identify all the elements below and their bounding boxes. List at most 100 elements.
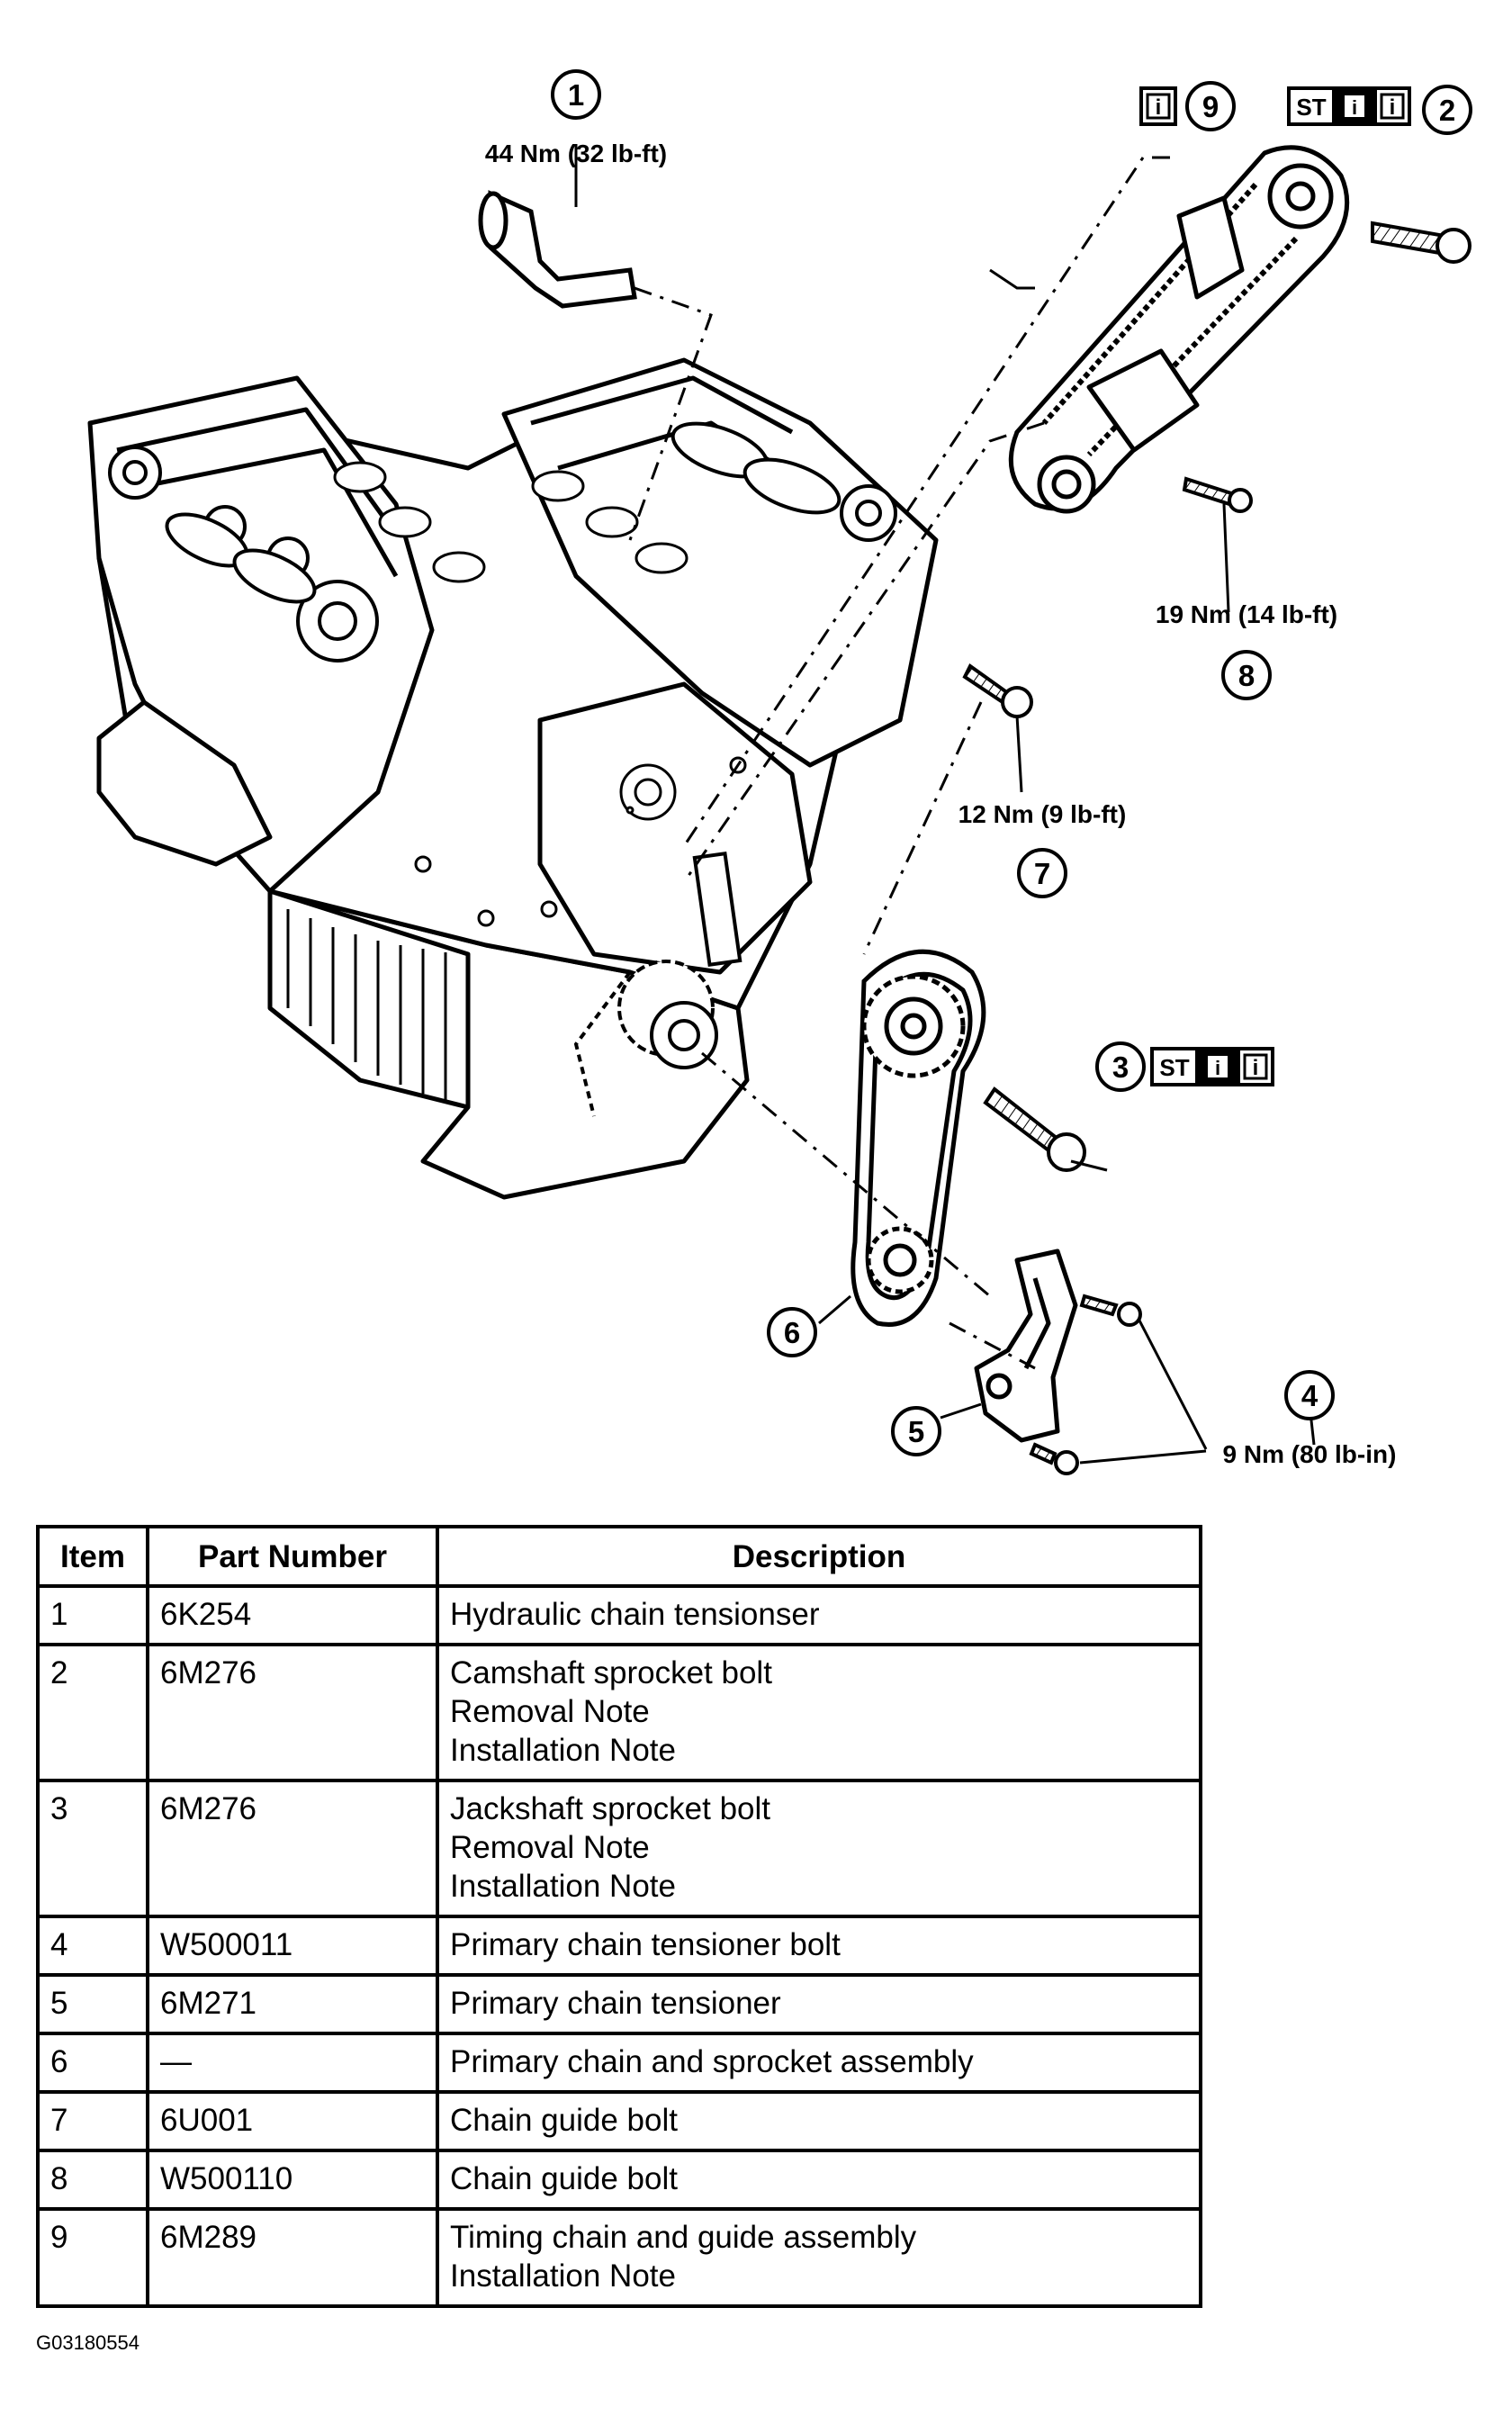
primary-chain-tensioner-drawing bbox=[974, 1249, 1078, 1443]
camshaft-sprocket-bolt-drawing bbox=[1371, 221, 1472, 264]
callout-5-number: 5 bbox=[908, 1415, 924, 1448]
right-camshaft-drawing bbox=[670, 421, 897, 542]
callout-2-number: 2 bbox=[1439, 94, 1455, 127]
callout-4: 4 9 Nm (80 lb-in) bbox=[1223, 1370, 1397, 1468]
description-line: Removal Note bbox=[450, 1694, 650, 1729]
item-cell: 9 bbox=[36, 2207, 149, 2308]
part-number-cell: 6M276 bbox=[146, 1779, 439, 1918]
table-header-row: Item Part Number Description bbox=[36, 1525, 1202, 1588]
crank-sprocket-drawing bbox=[573, 851, 742, 1117]
part-number-cell: 6M289 bbox=[146, 2207, 439, 2308]
part-number-cell: W500110 bbox=[146, 2149, 439, 2211]
info-icon: i bbox=[1215, 1057, 1220, 1079]
callout-3-number: 3 bbox=[1112, 1050, 1129, 1084]
description-line: Primary chain tensioner bbox=[450, 1986, 781, 2021]
part-number-cell: W500011 bbox=[146, 1915, 439, 1977]
info-badge-9: i bbox=[1139, 86, 1177, 126]
chain-guide-bolt-8-drawing bbox=[1182, 476, 1253, 513]
info-icon: i bbox=[1253, 1056, 1259, 1080]
header-item: Item bbox=[36, 1525, 149, 1588]
description-line: Chain guide bolt bbox=[450, 2103, 678, 2138]
callout-4-number: 4 bbox=[1301, 1379, 1318, 1412]
header-part-number: Part Number bbox=[146, 1525, 439, 1588]
callout-9-number: 9 bbox=[1202, 90, 1219, 123]
callout-7-number: 7 bbox=[1034, 857, 1050, 890]
item-cell: 1 bbox=[36, 1584, 149, 1646]
part-number-cell: 6U001 bbox=[146, 2090, 439, 2152]
callout-8-number: 8 bbox=[1238, 659, 1255, 692]
info-badge-3b: i bbox=[1237, 1047, 1274, 1086]
info-icon: i bbox=[1352, 96, 1357, 119]
part-number-cell: 6K254 bbox=[146, 1584, 439, 1646]
special-tool-badge-2: ST bbox=[1287, 86, 1336, 126]
info-icon: i bbox=[1390, 95, 1396, 120]
part-number-cell: 6M276 bbox=[146, 1643, 439, 1782]
item-cell: 6 bbox=[36, 2032, 149, 2094]
description-cell: Chain guide bolt bbox=[436, 2149, 1202, 2211]
special-tool-badge-3: ST bbox=[1150, 1047, 1199, 1086]
chain-guide-bolt-7-drawing bbox=[962, 663, 1033, 718]
description-line: Installation Note bbox=[450, 1869, 676, 1904]
special-tool-icon: ST bbox=[1296, 94, 1326, 121]
table-row: 6— Primary chain and sprocket assembly bbox=[36, 2032, 1202, 2094]
callout-7-torque: 12 Nm (9 lb-ft) bbox=[958, 800, 1127, 828]
callout-2: 2 bbox=[1422, 85, 1472, 135]
item-cell: 3 bbox=[36, 1779, 149, 1918]
description-cell: Chain guide bolt bbox=[436, 2090, 1202, 2152]
engine-timing-diagram: 1 44 Nm (32 lb-ft) 2 3 4 9 Nm (80 lb-in)… bbox=[87, 69, 1472, 1475]
description-line: Timing chain and guide assembly bbox=[450, 2220, 917, 2255]
callout-5: 5 bbox=[891, 1406, 941, 1456]
figure-code: G03180554 bbox=[36, 2331, 140, 2354]
callout-1-torque: 44 Nm (32 lb-ft) bbox=[485, 140, 667, 167]
item-cell: 4 bbox=[36, 1915, 149, 1977]
special-tool-icon: ST bbox=[1159, 1054, 1189, 1081]
description-line: Camshaft sprocket bolt bbox=[450, 1655, 772, 1690]
item-cell: 2 bbox=[36, 1643, 149, 1782]
part-number-cell: 6M271 bbox=[146, 1973, 439, 2035]
description-line: Primary chain tensioner bolt bbox=[450, 1927, 841, 1962]
leader-lines bbox=[574, 144, 1316, 1465]
description-cell: Primary chain tensioner bolt bbox=[436, 1915, 1202, 1977]
description-line: Jackshaft sprocket bolt bbox=[450, 1791, 770, 1826]
block-ports-drawing bbox=[333, 461, 747, 927]
callout-3: 3 bbox=[1095, 1041, 1146, 1092]
callout-1-number: 1 bbox=[568, 78, 584, 112]
callout-7: 7 12 Nm (9 lb-ft) bbox=[958, 800, 1127, 898]
description-line: Installation Note bbox=[450, 1733, 676, 1768]
description-line: Primary chain and sprocket assembly bbox=[450, 2044, 974, 2079]
left-camshaft-drawing bbox=[108, 446, 379, 663]
primary-chain-sprocket-drawing bbox=[850, 949, 986, 1327]
jackshaft-sprocket-bolt-drawing bbox=[983, 1086, 1086, 1172]
item-cell: 7 bbox=[36, 2090, 149, 2152]
info-badge-2a: i bbox=[1336, 86, 1373, 126]
hydraulic-chain-tensioner-drawing bbox=[478, 190, 637, 309]
callout-6-number: 6 bbox=[784, 1316, 800, 1349]
part-number-cell: — bbox=[146, 2032, 439, 2094]
description-line: Installation Note bbox=[450, 2258, 676, 2294]
info-icon: i bbox=[1156, 95, 1162, 120]
timing-chain-guide-drawing bbox=[1008, 145, 1350, 514]
callout-1: 1 44 Nm (32 lb-ft) bbox=[485, 69, 667, 167]
description-line: Hydraulic chain tensionser bbox=[450, 1597, 820, 1632]
item-cell: 8 bbox=[36, 2149, 149, 2211]
description-cell: Hydraulic chain tensionser bbox=[436, 1584, 1202, 1646]
description-line: Removal Note bbox=[450, 1830, 650, 1865]
callout-8: 8 19 Nm (14 lb-ft) bbox=[1156, 600, 1337, 700]
callout-9: 9 bbox=[1185, 81, 1236, 131]
item-cell: 5 bbox=[36, 1973, 149, 2035]
tensioner-bolts-drawing bbox=[1029, 1294, 1142, 1475]
callout-4-torque: 9 Nm (80 lb-in) bbox=[1223, 1440, 1397, 1468]
